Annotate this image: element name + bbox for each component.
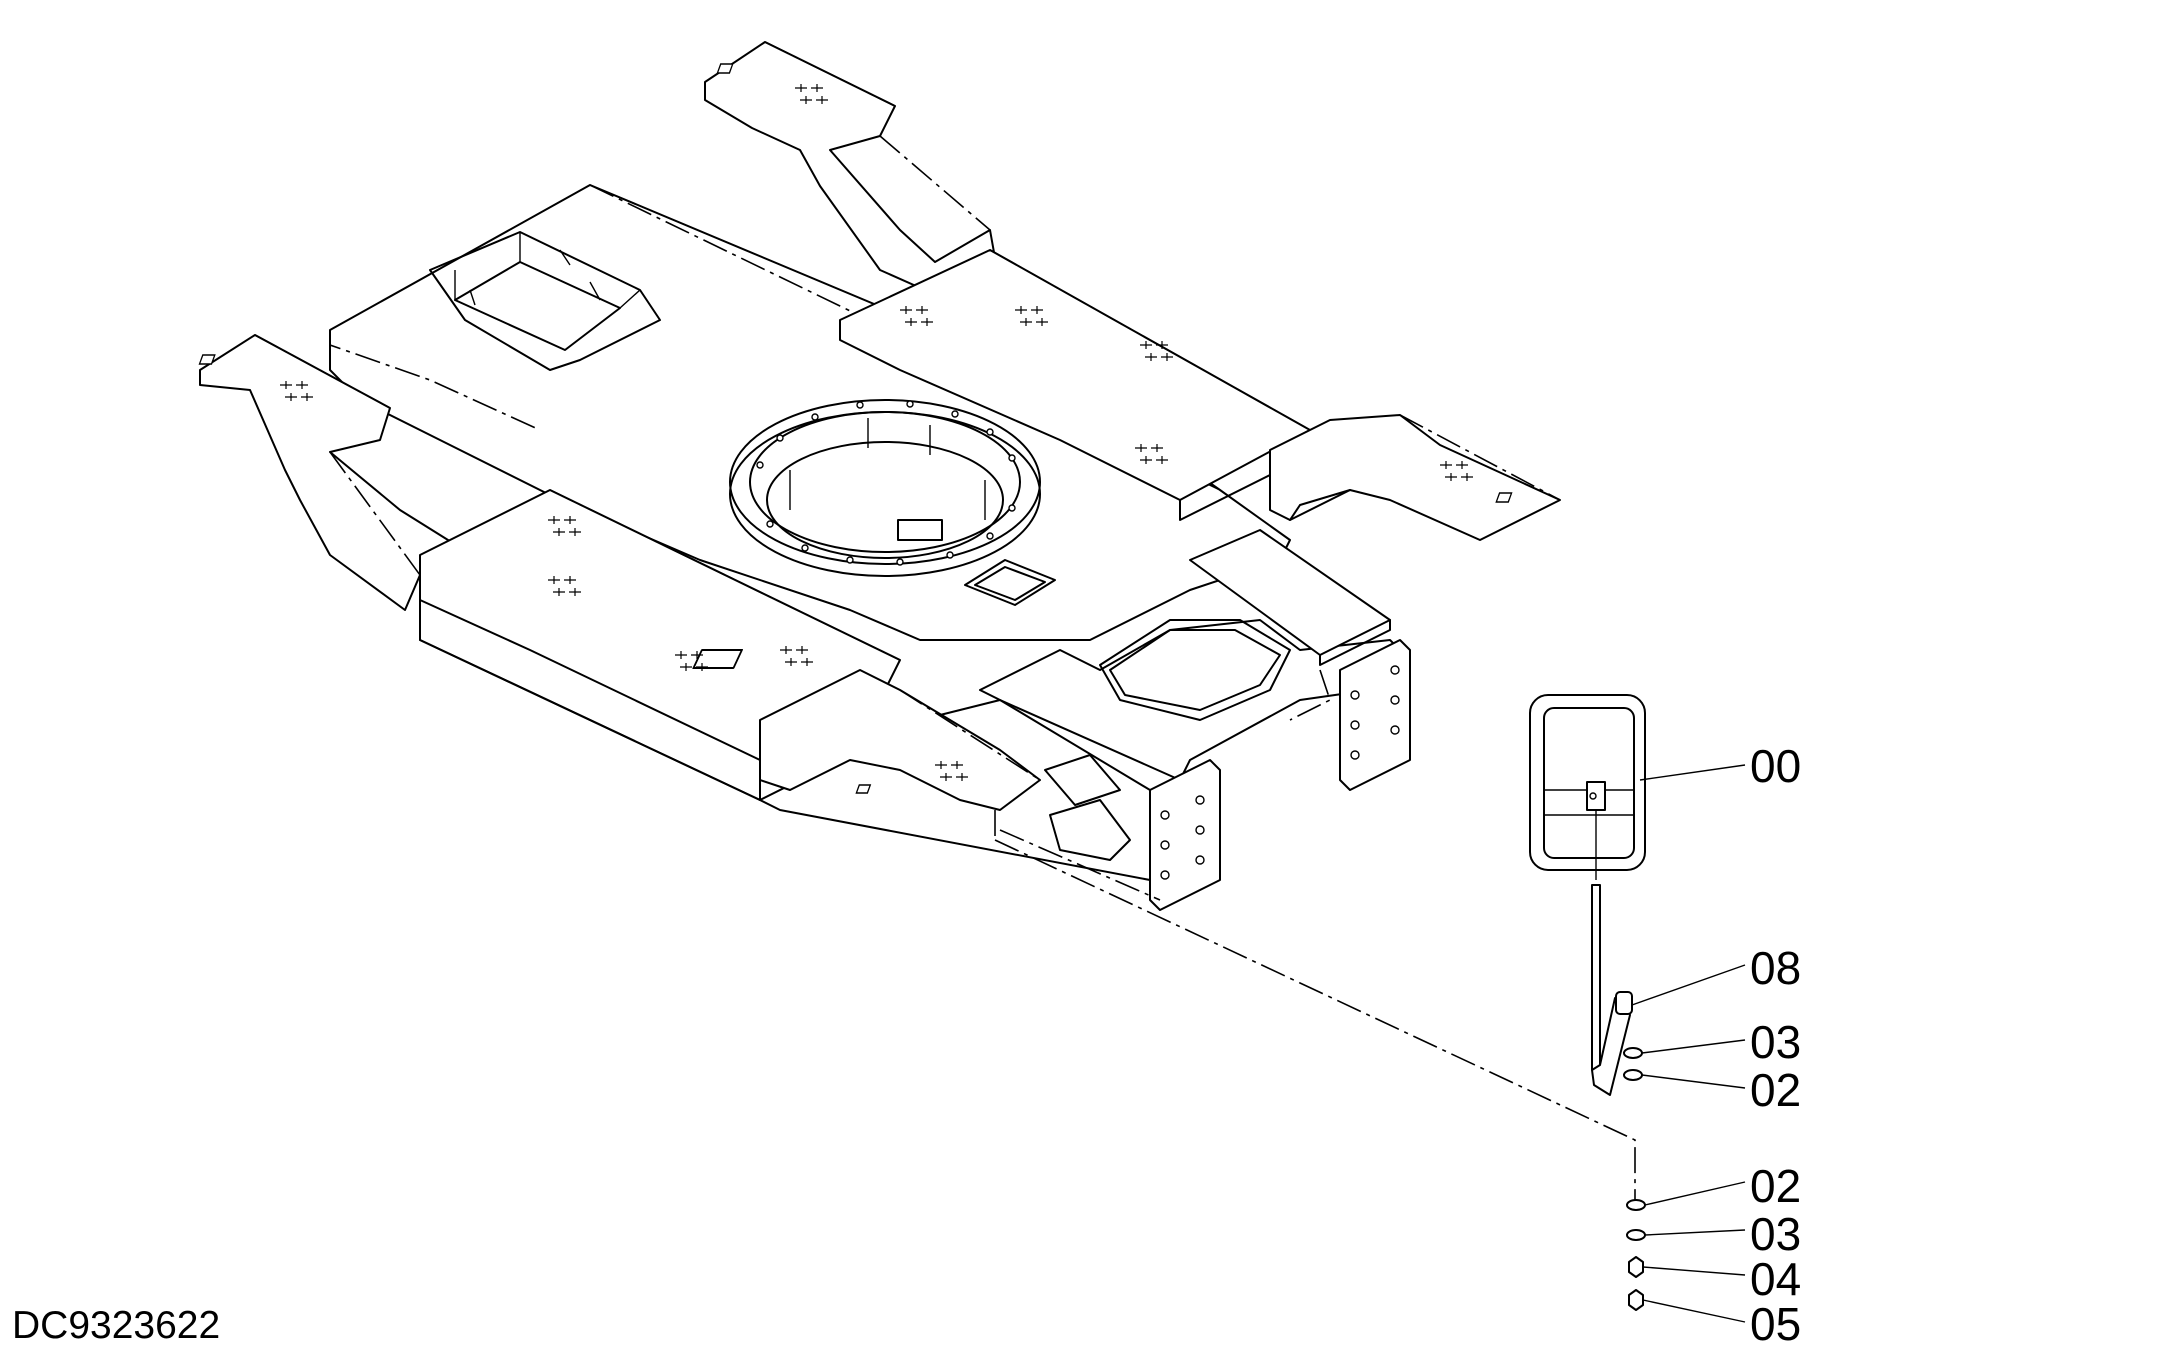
callout-05: 05 — [1750, 1298, 1801, 1350]
callout-labels: 00 08 03 02 02 03 04 05 DC9323622 — [12, 740, 1801, 1350]
callout-02-upper: 02 — [1750, 1064, 1801, 1116]
ring-bolts — [756, 400, 1016, 566]
upper-frame-assembly — [198, 41, 1561, 911]
callout-04: 04 — [1750, 1253, 1801, 1305]
callout-00: 00 — [1750, 740, 1801, 792]
callout-leaders — [1631, 764, 1746, 1323]
mirror-assembly — [1529, 694, 1646, 1311]
callout-03-lower: 03 — [1750, 1208, 1801, 1260]
callout-02-lower: 02 — [1750, 1160, 1801, 1212]
callout-08: 08 — [1750, 942, 1801, 994]
assembly-center-line — [994, 839, 1636, 1200]
weld-marks — [280, 84, 1473, 781]
callout-03-upper: 03 — [1750, 1016, 1801, 1068]
drawing-id: DC9323622 — [12, 1304, 220, 1347]
